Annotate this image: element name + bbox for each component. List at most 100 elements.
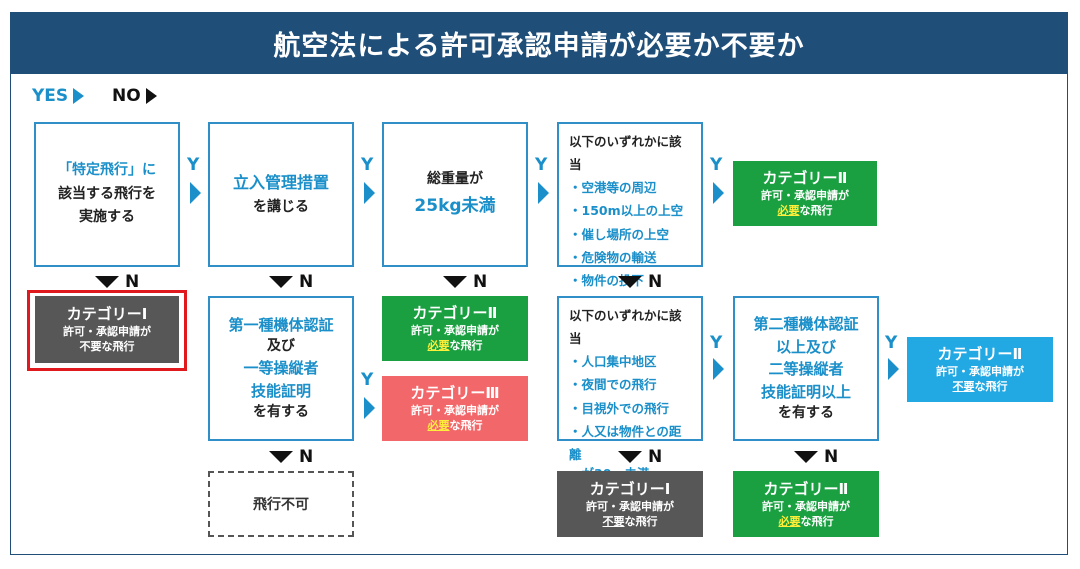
category-sub: 不要な飛行 [79,340,135,353]
arrow-down-icon [269,451,293,463]
no-label: N [794,447,838,467]
yes-arrow-icon [713,358,724,380]
box-text: 該当する飛行を [58,185,156,202]
category-sub: 許可・承認申請が [411,404,499,418]
category-sub: 必要な飛行 [777,204,833,217]
box-text: 技能証明以上 [760,382,851,401]
yes-arrow-icon [364,182,375,204]
arrow-down-icon [443,276,467,288]
category-sub: 許可・承認申請が [63,325,151,339]
yes-label: Y [361,155,374,175]
category-sub: 許可・承認申請が [936,365,1024,379]
arrow-right-icon [145,88,157,104]
category-title: カテゴリーⅡ [762,169,848,188]
category-1-not-required: カテゴリーⅠ 許可・承認申請が 不要な飛行 [557,471,703,537]
no-label: N [95,272,139,292]
box-text: 技能証明 [250,381,311,400]
category-title: カテゴリーⅡ [937,345,1023,364]
box-text: を講じる [253,199,309,216]
category-sub: 必要な飛行 [427,339,483,352]
list-item: ・危険物の輸送 [569,249,657,265]
box-second-class-cert: 第二種機体認証 以上及び 二等操縦者 技能証明以上 を有する [733,296,879,441]
box-text: 及び [267,338,295,355]
arrow-down-icon [618,451,642,463]
yes-label: Y [535,155,548,175]
yes-arrow-icon [538,182,549,204]
list-header: 以下のいずれかに該当 [569,308,682,347]
box-text: 立入管理措置 [232,173,329,192]
category-1-not-required: カテゴリーⅠ 許可・承認申請が 不要な飛行 [35,296,179,363]
legend-no-label: NO [112,86,141,106]
category-2-required: カテゴリーⅡ 許可・承認申請が 必要な飛行 [382,296,528,361]
box-text: を有する [778,405,834,421]
yes-label: Y [885,333,898,353]
category-title: カテゴリーⅡ [412,304,498,323]
box-text: 25kg未満 [414,195,496,216]
category-sub: 不要な飛行 [952,380,1008,393]
box-weight: 総重量が 25kg未満 [382,122,528,267]
yes-arrow-icon [888,358,899,380]
no-label: N [443,272,487,292]
category-sub: 不要な飛行 [602,514,658,528]
category-2-required: カテゴリーⅡ 許可・承認申請が 必要な飛行 [733,471,879,537]
category-title: カテゴリーⅠ [66,305,148,324]
box-text: 第二種機体認証 [753,315,859,333]
list-item: ・夜間での飛行 [569,377,657,393]
category-sub: 許可・承認申請が [762,499,850,513]
list-item: ・人口集中地区 [569,354,657,370]
category-2-required: カテゴリーⅡ 許可・承認申請が 必要な飛行 [733,161,877,226]
list-item: ・150m以上の上空 [569,203,684,219]
no-label: N [269,447,313,467]
box-text: 以上及び [775,337,836,356]
diagram-frame [10,12,1068,555]
category-sub: 許可・承認申請が [586,499,674,513]
no-flight-box: 飛行不可 [208,471,354,537]
category-title: カテゴリーⅠ [589,479,671,498]
no-label: N [618,447,662,467]
box-tokutei-hikou: 「特定飛行」に 該当する飛行を 実施する [34,122,180,267]
yes-arrow-icon [364,397,375,419]
legend-no: NO [112,86,157,106]
arrow-down-icon [269,276,293,288]
list-item: ・催し場所の上空 [569,226,670,242]
list-item: ・目視外での飛行 [569,400,670,416]
box-text: を有する [253,404,309,421]
highlight-frame [27,290,187,371]
box-text: 実施する [79,209,135,226]
box-first-class-cert: 第一種機体認証 及び 一等操縦者 技能証明 を有する [208,296,354,441]
box-text: 二等操縦者 [768,360,844,378]
no-label: N [618,272,662,292]
list-item: ・人又は物件との距離 [569,423,682,462]
category-title: カテゴリーⅡ [763,479,849,498]
yes-label: Y [361,370,374,390]
category-2-not-required: カテゴリーⅡ 許可・承認申請が 不要な飛行 [907,337,1053,402]
arrow-down-icon [794,451,818,463]
box-text: 「特定飛行」に [58,161,156,178]
box-text: 一等操縦者 [243,359,319,378]
arrow-down-icon [95,276,119,288]
category-sub: 必要な飛行 [778,514,834,528]
list-item: ・空港等の周辺 [569,180,657,196]
box-text: 総重量が [427,171,483,188]
yes-arrow-icon [713,182,724,204]
category-3-required: カテゴリーⅢ 許可・承認申請が 必要な飛行 [382,376,528,441]
box-tachiiri: 立入管理措置 を講じる [208,122,354,267]
box-list-airspace: 以下のいずれかに該当 ・空港等の周辺 ・150m以上の上空 ・催し場所の上空 ・… [557,122,703,288]
category-sub: 許可・承認申請が [411,324,499,338]
yes-label: Y [710,155,723,175]
legend-yes: YES [32,86,85,106]
legend-yes-label: YES [32,86,69,106]
category-sub: 許可・承認申請が [761,189,849,203]
box-list-method: 以下のいずれかに該当 ・人口集中地区 ・夜間での飛行 ・目視外での飛行 ・人又は… [557,296,703,481]
yes-label: Y [710,333,723,353]
box-text: 第一種機体認証 [228,315,334,334]
yes-arrow-icon [190,182,201,204]
arrow-down-icon [618,276,642,288]
list-header: 以下のいずれかに該当 [569,134,682,173]
category-title: カテゴリーⅢ [410,384,500,403]
no-label: N [269,272,313,292]
diagram-title: 航空法による許可承認申請が必要か不要か [10,12,1068,74]
category-sub: 必要な飛行 [427,419,483,432]
yes-label: Y [187,155,200,175]
arrow-right-icon [73,88,85,104]
